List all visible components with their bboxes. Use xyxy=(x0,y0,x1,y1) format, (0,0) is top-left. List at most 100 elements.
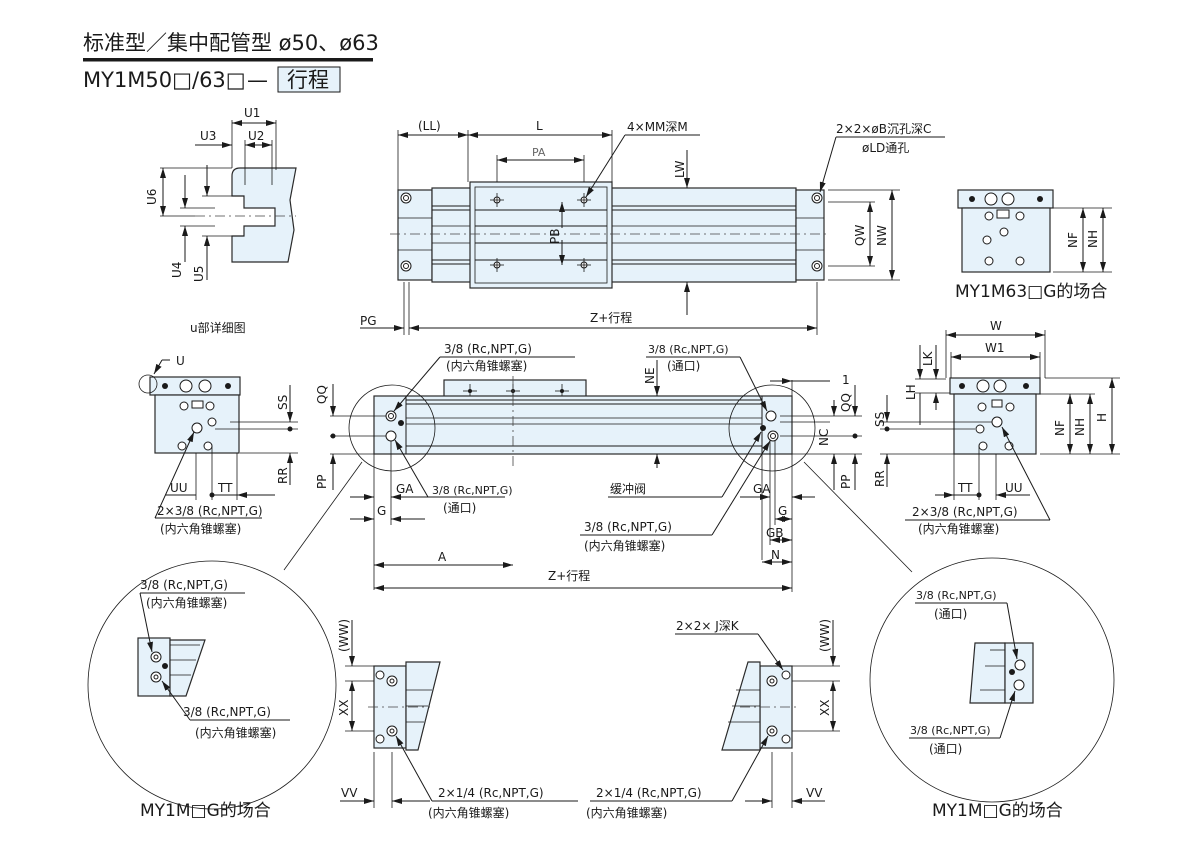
dim-U3: U3 xyxy=(200,129,216,143)
dim-NF-right: NF xyxy=(1053,420,1067,436)
detail-circle-left xyxy=(348,384,436,472)
dim-QW: QW xyxy=(853,225,867,246)
detail-circle-right xyxy=(728,384,816,472)
bottom-left-note-2: (内六角锥螺塞) xyxy=(428,805,509,820)
dim-Z-front: Z+行程 xyxy=(548,568,590,583)
mount-hole-note: 4×MM深M xyxy=(627,120,688,134)
dim-UU-left: UU xyxy=(170,481,188,495)
g-right-note-1b: (通口) xyxy=(934,607,967,621)
bottom-right-note: 2×1/4 (Rc,NPT,G) xyxy=(596,786,702,800)
dim-PG: PG xyxy=(360,314,377,328)
dim-A: A xyxy=(438,550,447,564)
u-slot-profile xyxy=(231,167,297,263)
dim-SS-right: SS xyxy=(873,412,887,427)
left-plug-note-front: 3/8 (Rc,NPT,G) xyxy=(444,342,532,356)
dim-TT-right: TT xyxy=(957,481,973,495)
dim-1: 1 xyxy=(842,373,850,387)
right-port-note-2: (通口) xyxy=(667,359,700,373)
dim-SS-left: SS xyxy=(276,395,290,410)
bottom-view-left: (WW) XX VV 2×1/4 (Rc,NPT,G) (内六角锥螺塞) xyxy=(337,619,578,820)
dim-W: W xyxy=(990,319,1002,333)
dim-PP-left: PP xyxy=(315,475,329,489)
dim-GB: GB xyxy=(766,526,784,540)
dim-U2: U2 xyxy=(248,129,264,143)
detail-circle-g-right: 3/8 (Rc,NPT,G) (通口) 3/8 (Rc,NPT,G) (通口) … xyxy=(869,557,1115,821)
bottom-left-note: 2×1/4 (Rc,NPT,G) xyxy=(438,786,544,800)
page-title: 标准型／集中配管型 ø50、ø63 xyxy=(83,31,379,55)
dim-L: L xyxy=(536,119,543,133)
dim-PB: PB xyxy=(548,229,562,244)
dim-Z-top: Z+行程 xyxy=(590,310,632,325)
u-marker: U xyxy=(176,354,185,368)
dim-VV-left: VV xyxy=(341,786,358,800)
right-end-view: W W1 LK LH SS RR NF NH H xyxy=(873,319,1120,536)
dim-U6: U6 xyxy=(145,189,159,205)
model-dash: — xyxy=(247,68,268,92)
model-code: MY1M50□/63□ xyxy=(83,68,246,92)
end-view-body xyxy=(961,207,1051,273)
g-right-note-2: 3/8 (Rc,NPT,G) xyxy=(910,724,991,737)
dim-TT-left: TT xyxy=(217,481,233,495)
dim-QQ-right: QQ xyxy=(839,393,853,412)
left-plug-note-front-2: (内六角锥螺塞) xyxy=(446,358,527,373)
right-plug-note-front: 3/8 (Rc,NPT,G) xyxy=(584,520,672,534)
dim-W1: W1 xyxy=(985,341,1005,355)
dim-RR-left: RR xyxy=(276,467,290,484)
dim-U4: U4 xyxy=(170,262,184,278)
title-underline xyxy=(83,58,373,62)
dim-LL: (LL) xyxy=(418,119,441,133)
dim-LK: LK xyxy=(921,350,935,366)
dim-PA: PA xyxy=(532,146,546,159)
stroke-box-label: 行程 xyxy=(287,68,329,92)
dim-NH-right: NH xyxy=(1073,418,1087,436)
dim-H: H xyxy=(1095,413,1109,422)
g-right-note-2b: (通口) xyxy=(929,742,962,756)
left-port-note-2: (通口) xyxy=(443,501,476,515)
dim-WW-right: (WW) xyxy=(818,619,832,652)
tap-note: 2×2× J深K xyxy=(676,619,740,633)
dim-XX-right: XX xyxy=(818,700,832,716)
g-left-note-1: 3/8 (Rc,NPT,G) xyxy=(140,578,228,592)
dim-NH-63: NH xyxy=(1086,230,1100,248)
right-plug-note-front-2: (内六角锥螺塞) xyxy=(584,538,665,553)
g-right-note-1: 3/8 (Rc,NPT,G) xyxy=(916,589,997,602)
mount-hole-icons xyxy=(490,193,591,272)
right-plug-note: 2×3/8 (Rc,NPT,G) xyxy=(912,505,1018,519)
g-left-note-2: 3/8 (Rc,NPT,G) xyxy=(183,705,271,719)
stroke-box xyxy=(277,66,341,93)
dim-NE: NE xyxy=(643,367,657,384)
dim-NF-63: NF xyxy=(1066,232,1080,248)
g-left-note-1b: (内六角锥螺塞) xyxy=(146,595,227,610)
right-plug-note-2: (内六角锥螺塞) xyxy=(918,521,999,536)
table-top xyxy=(443,379,587,399)
bottom-right-note-2: (内六角锥螺塞) xyxy=(586,805,667,820)
dim-GA-right: GA xyxy=(753,482,771,496)
dim-WW-left: (WW) xyxy=(337,619,351,652)
dim-G-left: G xyxy=(377,504,386,518)
dim-NC: NC xyxy=(817,429,831,446)
through-hole-note: øLD通孔 xyxy=(862,141,909,155)
dim-LW: LW xyxy=(673,160,687,178)
dim-LH: LH xyxy=(904,384,918,400)
dim-G-right: G xyxy=(778,504,787,518)
right-port-note: 3/8 (Rc,NPT,G) xyxy=(648,343,729,356)
dim-VV-right: VV xyxy=(806,786,823,800)
dim-XX-left: XX xyxy=(337,700,351,716)
left-plug-note-2: (内六角锥螺塞) xyxy=(160,521,241,536)
dim-PP-right: PP xyxy=(839,475,853,489)
bottom-view-right: (WW) XX 2×2× J深K VV 2×1/4 (Rc,NPT,G) (内六… xyxy=(586,619,840,820)
u-detail-view: U1 U2 U3 U6 U4 U5 u部详细图 xyxy=(145,106,297,335)
end-view-63: NF NH MY1M63□G的场合 xyxy=(955,189,1112,302)
dim-GA-left: GA xyxy=(396,482,414,496)
dim-RR-right: RR xyxy=(873,470,887,487)
header: 标准型／集中配管型 ø50、ø63 MY1M50□/63□ — 行程 xyxy=(83,31,379,93)
dim-U5: U5 xyxy=(192,266,206,282)
top-view: (LL) L PA PB 4×MM深M LW QW NW 2×2×øB沉孔深C … xyxy=(360,119,945,335)
g-left-note-2b: (内六角锥螺塞) xyxy=(195,725,276,740)
cushion-valve-label: 缓冲阀 xyxy=(610,481,646,496)
caption-g-right: MY1M□G的场合 xyxy=(932,801,1063,821)
dim-UU-right: UU xyxy=(1005,481,1023,495)
slide-table xyxy=(469,181,613,289)
cylinder-body-front xyxy=(373,395,793,455)
